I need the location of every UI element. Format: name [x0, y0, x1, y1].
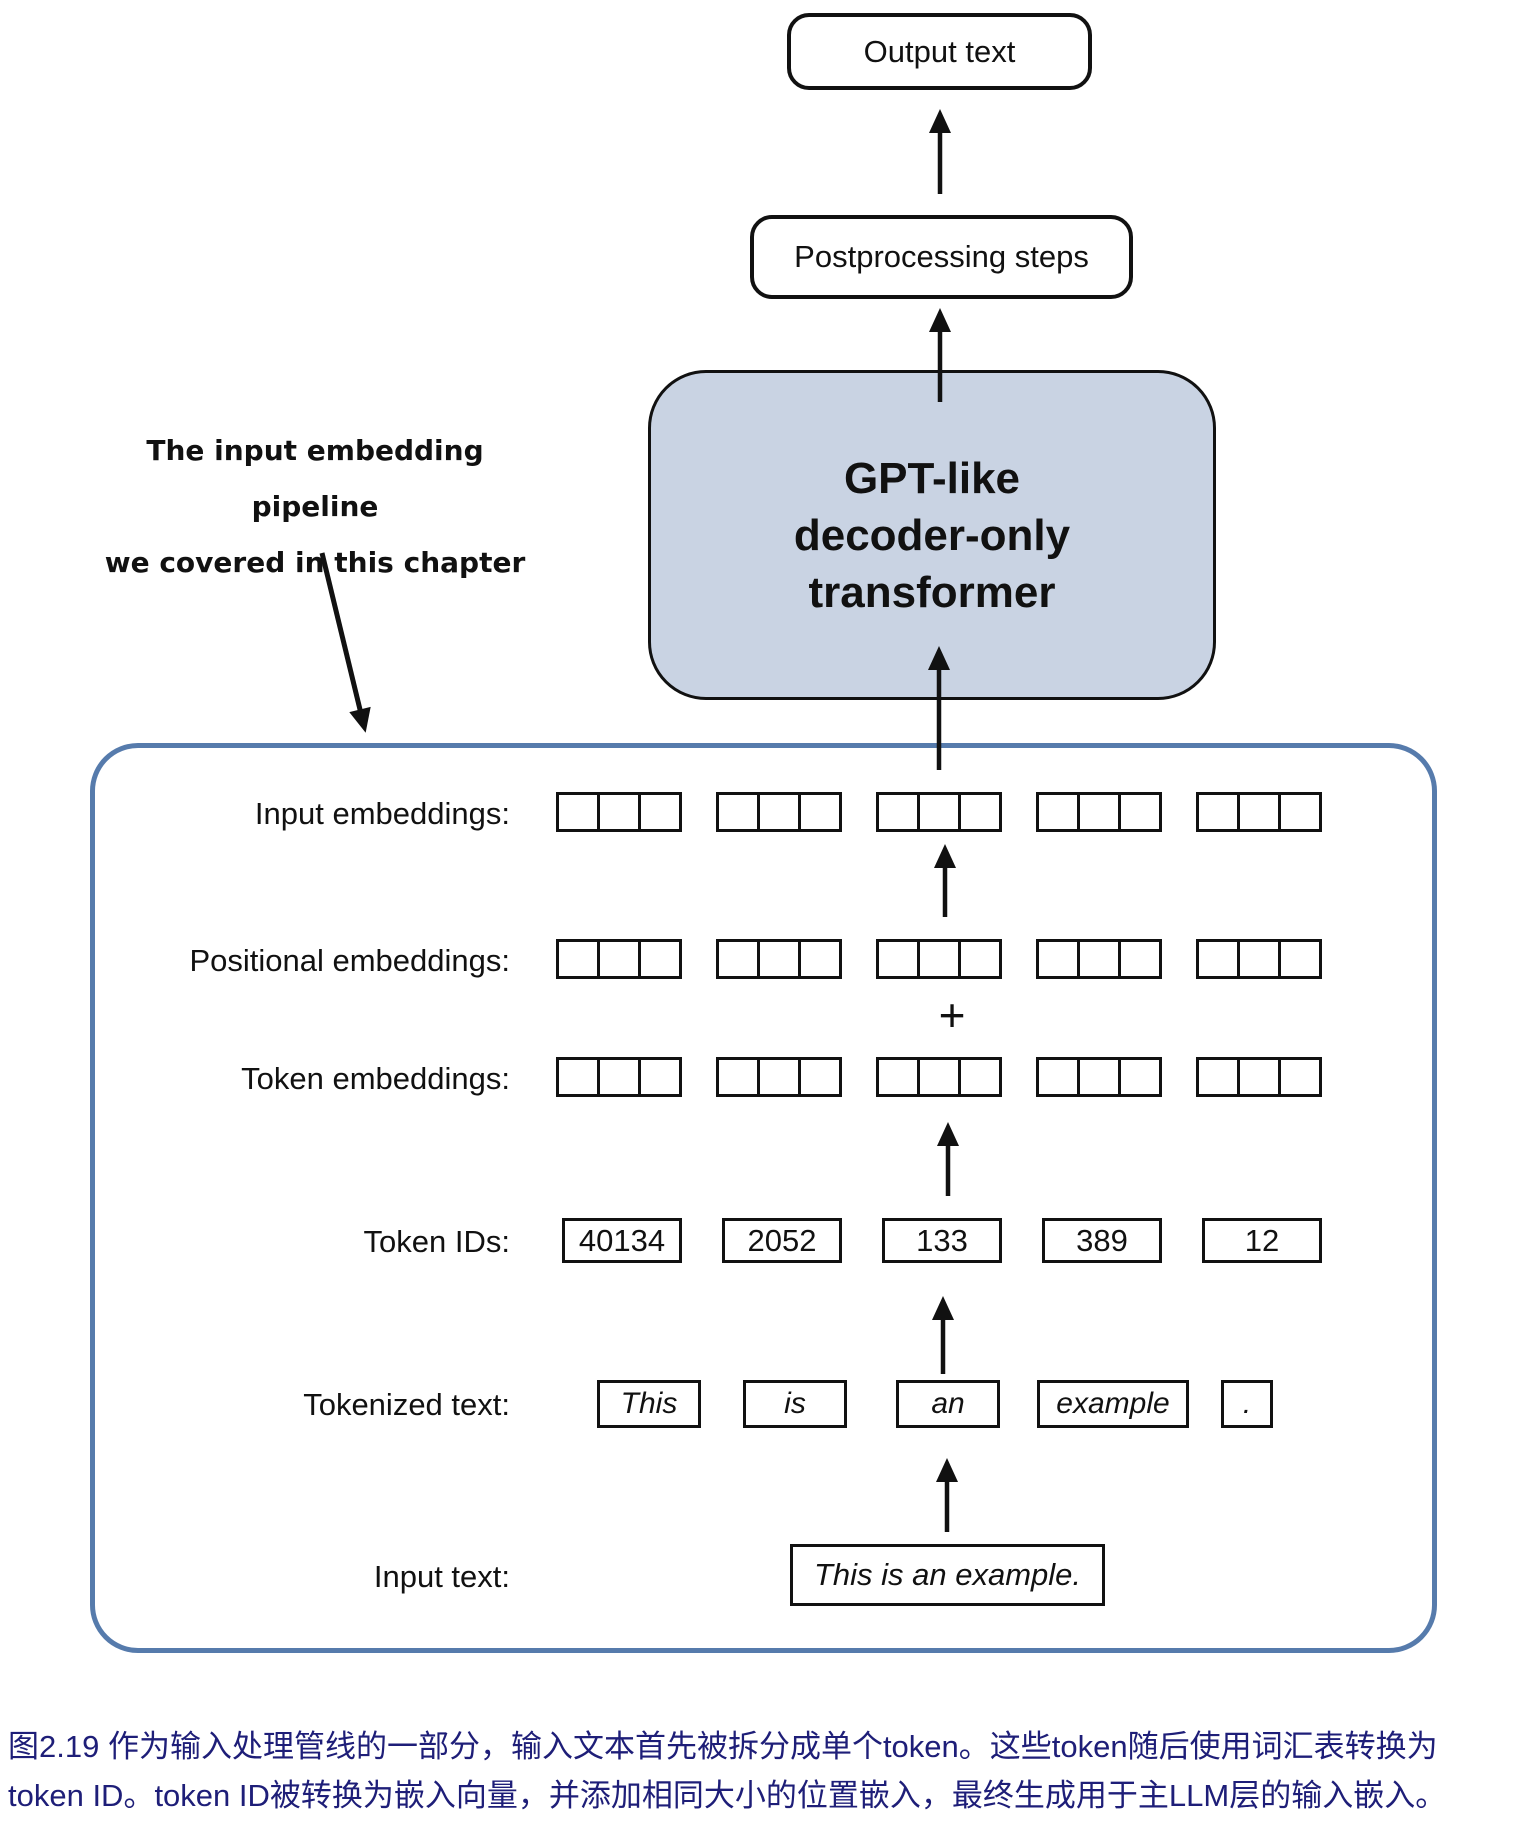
embedding-square — [556, 792, 600, 832]
embedding-square — [556, 939, 600, 979]
embedding-square — [1118, 1057, 1162, 1097]
annotation-note: The input embedding pipeline we covered … — [80, 423, 550, 591]
embedding-vector-group — [876, 1057, 1002, 1097]
caption-line-2: token ID。token ID被转换为嵌入向量，并添加相同大小的位置嵌入，最… — [8, 1778, 1447, 1813]
figure-caption: 图2.19 作为输入处理管线的一部分，输入文本首先被拆分成单个token。这些t… — [8, 1722, 1512, 1820]
output-text-box: Output text — [787, 13, 1092, 90]
embedding-square — [638, 792, 682, 832]
embedding-vector-group — [1196, 1057, 1322, 1097]
embedding-vector-group — [716, 939, 842, 979]
embedding-square — [1237, 792, 1281, 832]
input-embeddings-label: Input embeddings: — [254, 796, 510, 831]
gpt-box-line-1: GPT-like — [843, 453, 1021, 503]
token-id-box: 2052 — [722, 1218, 842, 1263]
embedding-square — [1077, 792, 1121, 832]
tokenized-text-label: Tokenized text: — [303, 1387, 510, 1422]
embedding-vector-group — [556, 939, 682, 979]
embedding-square — [1237, 939, 1281, 979]
embedding-square — [958, 1057, 1002, 1097]
embedding-square — [597, 939, 641, 979]
embedding-square — [1196, 792, 1240, 832]
embedding-square — [1036, 1057, 1080, 1097]
embedding-square — [1237, 1057, 1281, 1097]
embedding-vector-group — [556, 1057, 682, 1097]
embedding-square — [757, 939, 801, 979]
embedding-vector-group — [1196, 939, 1322, 979]
embedding-square — [798, 792, 842, 832]
embedding-square — [876, 1057, 920, 1097]
embedding-vector-group — [1196, 792, 1322, 832]
embedding-square — [876, 939, 920, 979]
embedding-vector-group — [1036, 792, 1162, 832]
token-text-box: example — [1037, 1380, 1189, 1428]
embedding-vector-group — [876, 939, 1002, 979]
token-text-box: . — [1221, 1380, 1273, 1428]
embedding-vector-group — [1036, 939, 1162, 979]
embedding-square — [1278, 792, 1322, 832]
input-text-box: This is an example. — [790, 1544, 1105, 1606]
embedding-pipeline-container — [90, 743, 1437, 1653]
embedding-square — [1036, 939, 1080, 979]
caption-line-1: 图2.19 作为输入处理管线的一部分，输入文本首先被拆分成单个token。这些t… — [8, 1729, 1438, 1764]
embedding-square — [716, 1057, 760, 1097]
embedding-square — [917, 939, 961, 979]
embedding-vector-group — [556, 792, 682, 832]
gpt-decoder-transformer-box: GPT-like decoder-only transformer — [648, 370, 1216, 700]
positional-embeddings-label: Positional embeddings: — [189, 943, 510, 978]
embedding-square — [958, 939, 1002, 979]
embedding-square — [1278, 1057, 1322, 1097]
token-text-box: This — [597, 1380, 701, 1428]
embedding-square — [757, 792, 801, 832]
token-text-box: is — [743, 1380, 847, 1428]
embedding-square — [638, 1057, 682, 1097]
gpt-box-line-2: decoder-only — [793, 510, 1071, 560]
embedding-square — [716, 792, 760, 832]
gpt-box-line-3: transformer — [808, 567, 1056, 617]
embedding-vector-group — [1036, 1057, 1162, 1097]
embedding-square — [798, 1057, 842, 1097]
embedding-square — [958, 792, 1002, 832]
embedding-square — [1118, 939, 1162, 979]
embedding-vector-group — [716, 792, 842, 832]
token-ids-label: Token IDs: — [363, 1224, 510, 1259]
embedding-square — [798, 939, 842, 979]
input-text-label: Input text: — [373, 1559, 510, 1594]
embedding-square — [556, 1057, 600, 1097]
token-id-box: 12 — [1202, 1218, 1322, 1263]
embedding-vector-group — [716, 1057, 842, 1097]
embedding-square — [638, 939, 682, 979]
token-embeddings-label: Token embeddings: — [241, 1061, 510, 1096]
embedding-square — [1118, 792, 1162, 832]
embedding-square — [597, 1057, 641, 1097]
plus-sign: + — [938, 989, 966, 1041]
embedding-square — [1077, 1057, 1121, 1097]
embedding-square — [757, 1057, 801, 1097]
embedding-square — [1077, 939, 1121, 979]
embedding-square — [917, 792, 961, 832]
embedding-square — [1196, 939, 1240, 979]
annotation-line-2: we covered in this chapter — [104, 546, 526, 579]
embedding-square — [1278, 939, 1322, 979]
embedding-square — [1036, 792, 1080, 832]
embedding-square — [876, 792, 920, 832]
token-id-box: 40134 — [562, 1218, 682, 1263]
embedding-square — [716, 939, 760, 979]
postprocessing-steps-box: Postprocessing steps — [750, 215, 1133, 299]
annotation-line-1: The input embedding pipeline — [146, 434, 484, 523]
token-id-box: 133 — [882, 1218, 1002, 1263]
token-text-box: an — [896, 1380, 1000, 1428]
token-id-box: 389 — [1042, 1218, 1162, 1263]
embedding-vector-group — [876, 792, 1002, 832]
embedding-square — [917, 1057, 961, 1097]
embedding-square — [597, 792, 641, 832]
embedding-square — [1196, 1057, 1240, 1097]
